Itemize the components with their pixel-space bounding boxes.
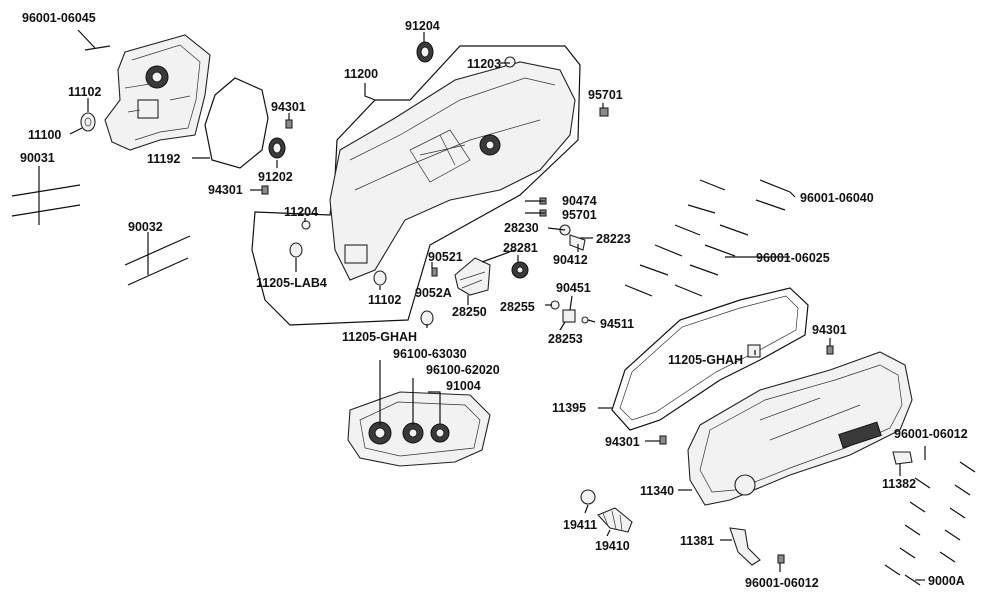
- part-label: 94511: [600, 317, 634, 331]
- part-label: 96001-06045: [22, 11, 96, 25]
- part-label: 11204: [284, 205, 318, 219]
- part-label: 11192: [147, 152, 180, 166]
- part-label: 19411: [563, 518, 597, 532]
- part-label: 94301: [605, 435, 640, 449]
- part-label: 90032: [128, 220, 163, 234]
- part-label: 11203: [467, 57, 501, 71]
- outer-cover-drawing: [687, 351, 913, 506]
- oil-seal-drawing: [268, 41, 434, 159]
- part-label: 11340: [640, 484, 674, 498]
- kick-starter-drawing: [431, 224, 589, 324]
- part-label: 28281: [503, 241, 538, 255]
- part-label: 91202: [258, 170, 293, 184]
- gasket-drawing: [204, 77, 269, 169]
- part-label: 28255: [500, 300, 535, 314]
- part-label: 90521: [428, 250, 463, 264]
- part-labels: 96001-06045 91204 11102 11100 11200 1120…: [20, 11, 968, 590]
- part-label: 90031: [20, 151, 55, 165]
- bushing-drawing: [80, 112, 96, 132]
- part-label: 9000A: [928, 574, 965, 588]
- part-label: 90451: [556, 281, 591, 295]
- dowel-pins-drawing: [289, 56, 516, 326]
- part-label: 11200: [344, 67, 378, 81]
- part-label: 91204: [405, 19, 440, 33]
- part-label: 96001-06012: [745, 576, 819, 590]
- part-label: 90412: [553, 253, 588, 267]
- cover-bolts-drawing: [624, 179, 791, 297]
- part-label: 9052A: [415, 286, 452, 300]
- part-label: 11395: [552, 401, 586, 415]
- part-label: 11382: [882, 477, 916, 491]
- part-label: 28230: [504, 221, 539, 235]
- part-label: 96001-06012: [894, 427, 968, 441]
- crankcase-assembly-drawing: [251, 45, 581, 326]
- part-label: 91004: [446, 379, 481, 393]
- part-label: 11100: [28, 128, 61, 142]
- part-label: 95701: [562, 208, 597, 222]
- studs-drawing: [11, 45, 191, 286]
- bottom-bolts-drawing: [884, 461, 976, 586]
- part-label: 11205-LAB4: [256, 276, 327, 290]
- part-label: 19410: [595, 539, 630, 553]
- part-label: 11381: [680, 534, 714, 548]
- part-label: 96001-06040: [800, 191, 874, 205]
- inner-cover-drawing: [347, 391, 491, 467]
- part-label: 11205-GHAH: [342, 330, 417, 344]
- part-label: 94301: [812, 323, 847, 337]
- bracket-drawing: [729, 451, 913, 566]
- part-label: 95701: [588, 88, 623, 102]
- part-label: 90474: [562, 194, 597, 208]
- part-label: 96100-62020: [426, 363, 500, 377]
- left-crankcase-drawing: [104, 34, 211, 151]
- part-label: 96100-63030: [393, 347, 467, 361]
- part-label: 11102: [68, 85, 101, 99]
- part-label: 28253: [548, 332, 583, 346]
- part-label: 28250: [452, 305, 487, 319]
- cover-gasket-drawing: [611, 287, 809, 431]
- leader-lines: [38, 29, 926, 581]
- part-label: 96001-06025: [756, 251, 830, 265]
- intake-duct-drawing: [580, 489, 633, 533]
- part-label: 94301: [271, 100, 306, 114]
- part-label: 11205-GHAH: [668, 353, 743, 367]
- part-label: 28223: [596, 232, 631, 246]
- part-label: 11102: [368, 293, 401, 307]
- part-label: 94301: [208, 183, 243, 197]
